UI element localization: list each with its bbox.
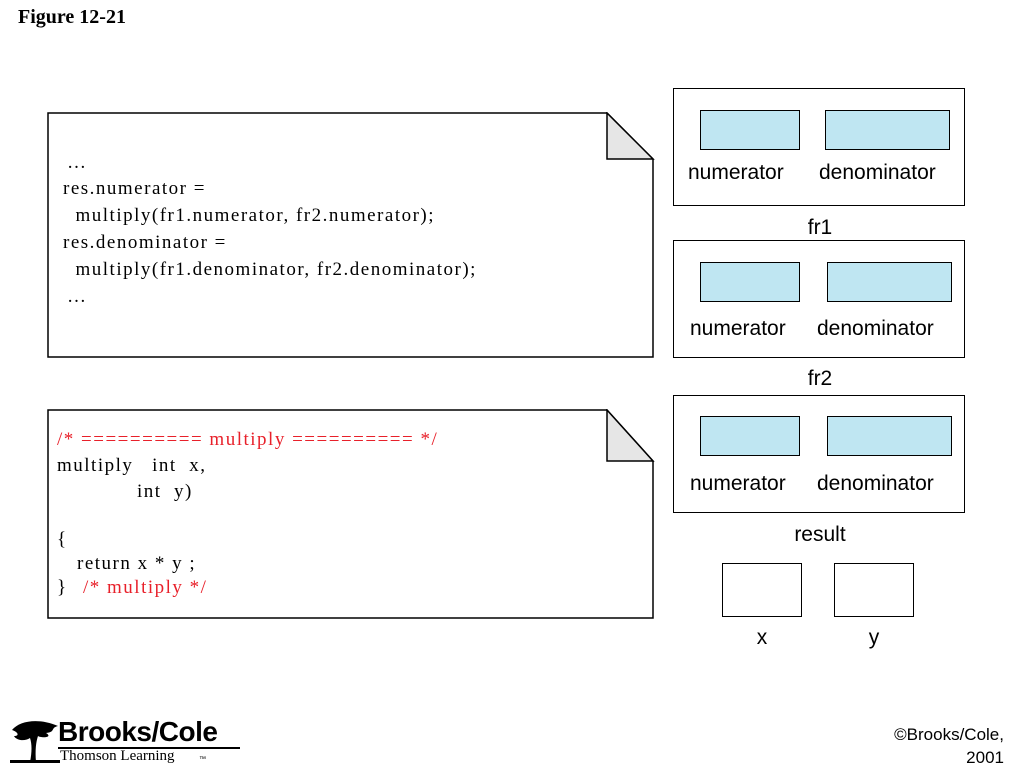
- fr1-denominator-label: denominator: [819, 161, 936, 184]
- param-y-label: y: [868, 626, 880, 649]
- function-snippet-note: /* ========== multiply ========== */ mul…: [47, 409, 655, 619]
- fr1-numerator-cell: [700, 110, 800, 150]
- function-footer-comment: /* multiply */: [83, 577, 208, 598]
- fr1-numerator-label: numerator: [688, 161, 784, 184]
- call-line-6: …: [67, 286, 88, 307]
- copyright-line-2: 2001: [966, 748, 1004, 767]
- note-outline-bottom: [47, 409, 655, 619]
- struct-fr2-name: fr2: [807, 367, 833, 390]
- function-signature: multiply int x,: [57, 455, 207, 476]
- fr2-denominator-cell: [827, 262, 952, 302]
- call-line-2: res.numerator =: [63, 178, 206, 199]
- publisher-logo: Brooks/Cole Thomson Learning ™: [10, 716, 250, 766]
- logo-main-text: Brooks/Cole: [58, 716, 218, 747]
- function-param-2: int y): [137, 481, 193, 502]
- call-snippet-note: … res.numerator = multiply(fr1.numerator…: [47, 112, 655, 358]
- call-line-3: multiply(fr1.numerator, fr2.numerator);: [63, 205, 436, 226]
- result-denominator-cell: [827, 416, 952, 456]
- result-numerator-label: numerator: [690, 472, 786, 495]
- call-line-1: …: [67, 152, 88, 173]
- struct-fr1-box: numerator denominator: [673, 88, 965, 206]
- struct-fr2-box: numerator denominator: [673, 240, 965, 358]
- copyright-line-1: ©Brooks/Cole,: [894, 725, 1004, 744]
- result-numerator-cell: [700, 416, 800, 456]
- logo-sub-text: Thomson Learning: [60, 748, 175, 764]
- function-header-comment: /* ========== multiply ========== */: [57, 429, 439, 450]
- figure-title: Figure 12-21: [18, 6, 126, 28]
- struct-result-box: numerator denominator: [673, 395, 965, 513]
- struct-result-name: result: [794, 523, 846, 546]
- fr1-denominator-cell: [825, 110, 950, 150]
- struct-fr1-name: fr1: [807, 216, 833, 239]
- result-denominator-label: denominator: [817, 472, 934, 495]
- tree-logo-icon: [10, 721, 60, 763]
- function-close-brace: }: [57, 577, 68, 598]
- param-x-label: x: [756, 626, 768, 649]
- note-outline-top: [47, 112, 655, 358]
- param-y-box: [834, 563, 914, 617]
- function-open-brace: {: [57, 529, 68, 550]
- fr2-numerator-label: numerator: [690, 317, 786, 340]
- function-return: return x * y ;: [77, 553, 197, 574]
- param-x-box: [722, 563, 802, 617]
- fr2-numerator-cell: [700, 262, 800, 302]
- call-line-5: multiply(fr1.denominator, fr2.denominato…: [63, 259, 477, 280]
- fr2-denominator-label: denominator: [817, 317, 934, 340]
- logo-rule: [58, 747, 240, 749]
- logo-trademark: ™: [199, 756, 206, 763]
- call-line-4: res.denominator =: [63, 232, 227, 253]
